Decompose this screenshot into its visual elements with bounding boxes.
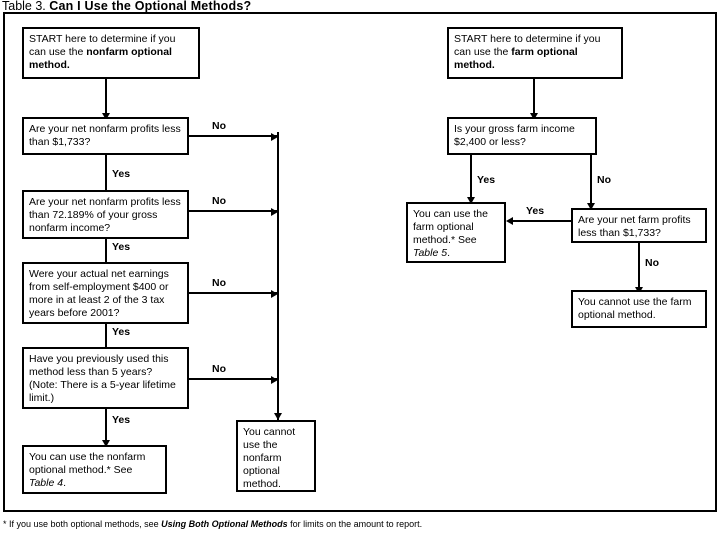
farm-start-emphasis: farm optional method.	[454, 46, 578, 71]
nonfarm-q2-box: Are your net nonfarm profits less than 7…	[22, 190, 189, 239]
label-farm-q2-yes: Yes	[526, 205, 545, 217]
nonfarm-start-box: START here to determine if you can use t…	[22, 27, 200, 79]
connector-nonfarm-q4-yes	[105, 409, 107, 445]
connector-farm-q2-yes	[513, 220, 571, 222]
arrowhead-nonfarm-q1-no	[271, 132, 278, 141]
farm-q2-box: Are your net farm profits less than $1,7…	[571, 208, 707, 243]
page-title: Table 3. Can I Use the Optional Methods?	[2, 0, 482, 13]
nonfarm-yes-result-text: You can use the nonfarm optional method.…	[29, 451, 146, 476]
nonfarm-q3-text: Were your actual net earnings from self-…	[29, 268, 169, 319]
farm-yes-result-box: You can use the farm optional method.* S…	[406, 202, 506, 263]
arrowhead-farm-start-to-q1	[529, 113, 538, 120]
nonfarm-start-emphasis: nonfarm optional method.	[29, 46, 172, 71]
connector-nonfarm-q1-no	[189, 135, 278, 137]
connector-nonfarm-q1-yes	[105, 155, 107, 200]
chart-frame: START here to determine if you can use t…	[3, 12, 717, 512]
connector-nonfarm-q2-yes	[105, 239, 107, 272]
label-nonfarm-q2-no: No	[212, 195, 226, 207]
label-nonfarm-q3-no: No	[212, 277, 226, 289]
label-nonfarm-q4-yes: Yes	[112, 414, 131, 426]
nonfarm-no-result-box: You cannot use the nonfarm optional meth…	[236, 420, 316, 492]
footnote-marker: * If you use both optional methods, see	[3, 519, 162, 529]
connector-nonfarm-q4-no	[189, 378, 278, 380]
arrowhead-nonfarm-q2-no	[271, 207, 278, 216]
farm-q1-box: Is your gross farm income $2,400 or less…	[447, 117, 597, 155]
label-nonfarm-q2-yes: Yes	[112, 241, 131, 253]
footnote: * If you use both optional methods, see …	[3, 519, 703, 530]
nonfarm-yes-result-reference: Table 4	[29, 477, 64, 489]
title-label: Table 3.	[2, 0, 46, 13]
label-nonfarm-q4-no: No	[212, 363, 226, 375]
connector-nonfarm-q2-no	[189, 210, 278, 212]
arrowhead-nonfarm-start-to-q1	[101, 113, 110, 120]
title-question: Can I Use the Optional Methods?	[49, 0, 252, 13]
farm-q2-text: Are your net farm profits less than $1,7…	[578, 214, 691, 239]
label-farm-q1-yes: Yes	[477, 174, 496, 186]
farm-start-text: START here to determine if you can use t…	[454, 33, 601, 58]
farm-yes-result-text: You can use the farm optional method.* S…	[413, 208, 488, 246]
connector-farm-q1-no	[590, 155, 592, 208]
arrowhead-nonfarm-q4-no	[271, 375, 278, 384]
nonfarm-start-text: START here to determine if you can use t…	[29, 33, 176, 58]
arrowhead-nonfarm-q4-yes	[101, 440, 110, 447]
connector-nonfarm-q3-yes	[105, 324, 107, 357]
connector-farm-start-to-q1	[533, 79, 535, 118]
label-nonfarm-q3-yes: Yes	[112, 326, 131, 338]
nonfarm-yes-result-tail: .	[63, 477, 66, 489]
farm-yes-result-tail: .	[447, 247, 450, 259]
connector-nonfarm-no-collector	[277, 132, 279, 420]
nonfarm-q1-text: Are your net nonfarm profits less than $…	[29, 123, 181, 148]
label-nonfarm-q1-yes: Yes	[112, 168, 131, 180]
arrowhead-nonfarm-no-collector	[273, 413, 282, 420]
farm-yes-result-reference: Table 5	[413, 247, 448, 259]
nonfarm-yes-result-box: You can use the nonfarm optional method.…	[22, 445, 167, 494]
arrowhead-farm-q1-no	[586, 203, 595, 210]
footnote-reference: Using Both Optional Methods	[161, 519, 288, 529]
connector-farm-q2-no	[638, 243, 640, 292]
nonfarm-q3-box: Were your actual net earnings from self-…	[22, 262, 189, 324]
footnote-tail: for limits on the amount to report.	[287, 519, 423, 529]
connector-farm-q1-yes	[470, 155, 472, 202]
farm-q1-text: Is your gross farm income $2,400 or less…	[454, 123, 575, 148]
farm-no-result-text: You cannot use the farm optional method.	[578, 296, 692, 321]
nonfarm-q4-text: Have you previously used this method les…	[29, 353, 176, 404]
farm-start-box: START here to determine if you can use t…	[447, 27, 623, 79]
nonfarm-q1-box: Are your net nonfarm profits less than $…	[22, 117, 189, 155]
connector-nonfarm-start-to-q1	[105, 79, 107, 118]
label-farm-q1-no: No	[597, 174, 611, 186]
nonfarm-no-result-text: You cannot use the nonfarm optional meth…	[243, 426, 296, 490]
label-nonfarm-q1-no: No	[212, 120, 226, 132]
arrowhead-nonfarm-q3-no	[271, 289, 278, 298]
farm-no-result-box: You cannot use the farm optional method.	[571, 290, 707, 328]
connector-nonfarm-q3-no	[189, 292, 278, 294]
nonfarm-q4-box: Have you previously used this method les…	[22, 347, 189, 409]
arrowhead-farm-q1-yes	[466, 197, 475, 204]
label-farm-q2-no: No	[645, 257, 659, 269]
nonfarm-q2-text: Are your net nonfarm profits less than 7…	[29, 196, 181, 234]
arrowhead-farm-q2-yes	[506, 216, 513, 225]
